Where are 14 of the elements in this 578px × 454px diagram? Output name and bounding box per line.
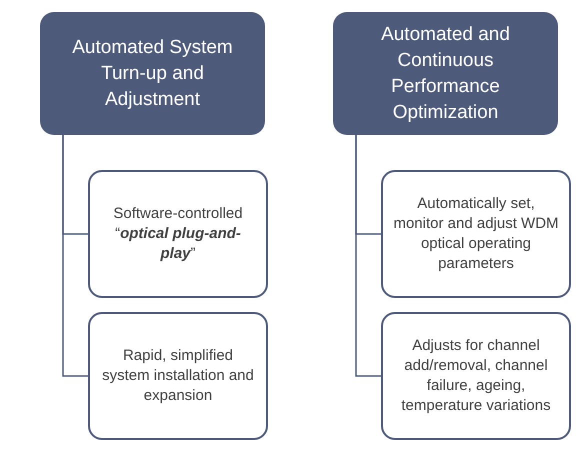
item-text: Rapid, simplified system installation and expansion — [101, 346, 255, 406]
connector-line — [62, 135, 88, 377]
item-card — [381, 170, 571, 298]
item-text: Automatically set, monitor and adjust WDM optical operating parameters — [392, 194, 560, 274]
header-box — [333, 12, 558, 135]
header-box — [40, 12, 265, 135]
item-text: Adjusts for channel add/removal, channel failure, ageing, temperature variations — [400, 336, 552, 416]
header-text: Automated and Continuous Performance Optimization — [380, 22, 511, 124]
item-card — [88, 170, 268, 298]
item-card — [88, 312, 268, 440]
connector-line — [355, 135, 381, 377]
header-text: Automated System Turn-up and Adjustment — [71, 36, 234, 112]
item-card — [381, 312, 571, 440]
item-text: Software-controlled “optical plug-and-play” — [112, 204, 244, 264]
